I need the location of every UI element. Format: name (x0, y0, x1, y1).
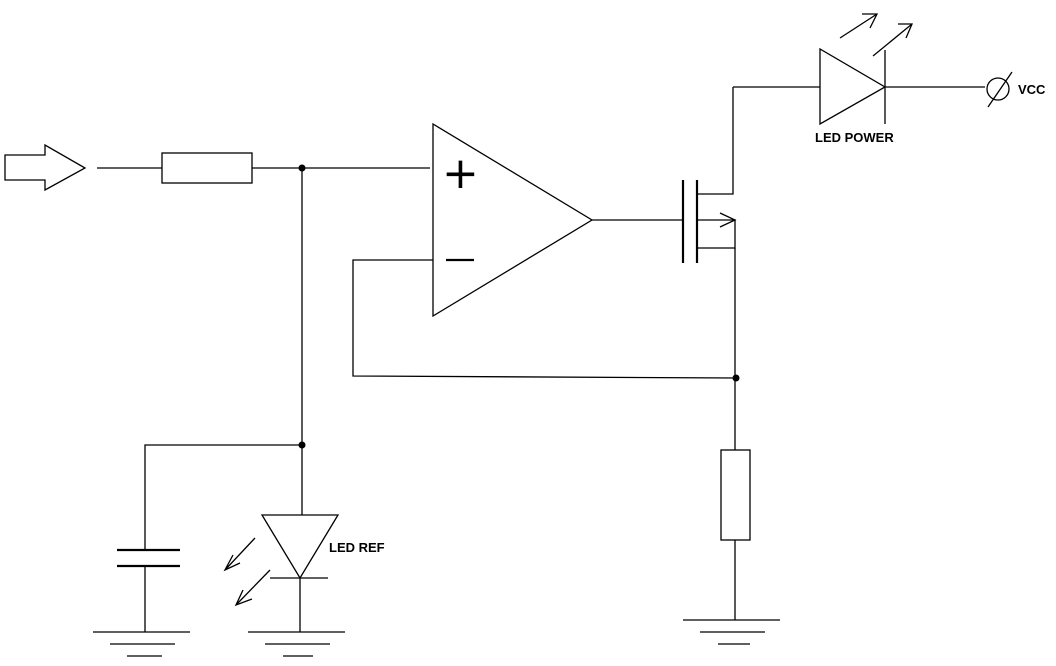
light-arrows-icon (223, 537, 271, 607)
feedback-wire (352, 259, 737, 379)
led-power-label: LED POWER (815, 130, 894, 145)
ground-symbol (93, 631, 190, 657)
op-amp (432, 122, 594, 318)
ground-symbol (248, 631, 345, 657)
sense-resistor (720, 449, 751, 541)
vcc-terminal-icon (986, 71, 1013, 108)
capacitor-branch-wire (144, 444, 302, 632)
led-ref-label: LED REF (329, 540, 385, 555)
junction-dot (298, 164, 306, 172)
light-arrows-icon (839, 13, 913, 57)
vcc-label: VCC (1018, 82, 1046, 97)
led-ref-diode (260, 514, 340, 632)
opamp-plus-sign: + (442, 148, 479, 199)
capacitor (117, 548, 180, 568)
junction-dot (732, 374, 740, 382)
ground-symbol (683, 619, 780, 645)
input-resistor (161, 152, 253, 184)
led-power-diode (819, 47, 887, 126)
input-arrow-icon (4, 143, 87, 192)
mosfet-transistor (681, 87, 737, 263)
